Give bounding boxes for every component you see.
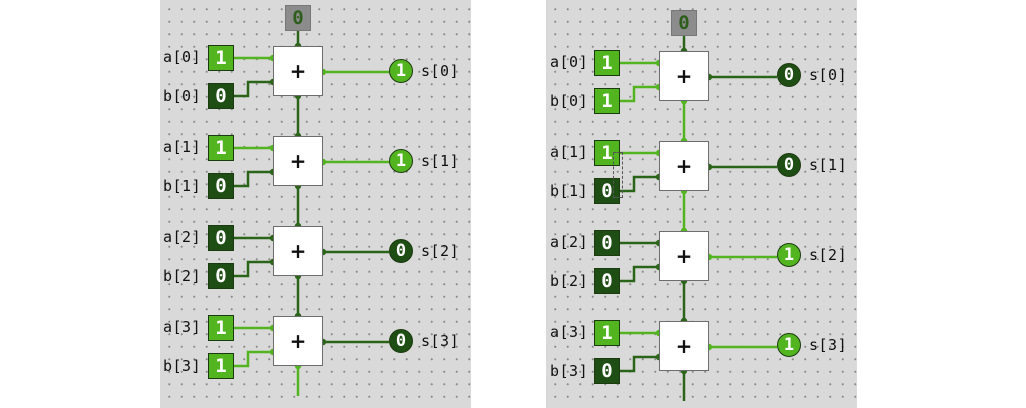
adder-2[interactable]: + — [273, 226, 323, 276]
input-wire-b — [620, 85, 659, 103]
input-label-a0: a[0] — [550, 53, 589, 71]
output-label-s0: s[0] — [809, 66, 848, 84]
input-pin-b3[interactable]: 1 — [208, 353, 234, 379]
output-label-s3: s[3] — [809, 336, 848, 354]
input-label-b1: b[1] — [163, 177, 202, 195]
input-pin-a1[interactable]: 1 — [208, 135, 234, 161]
input-label-a0: a[0] — [163, 48, 202, 66]
input-pin-b2[interactable]: 0 — [208, 263, 234, 289]
output-led-s0: 0 — [777, 63, 801, 87]
input-label-b1: b[1] — [550, 182, 589, 200]
input-label-a1: a[1] — [163, 138, 202, 156]
input-wire-b — [234, 350, 273, 368]
output-label-s3: s[3] — [421, 332, 460, 350]
input-wire-b — [234, 260, 273, 278]
input-pin-a1[interactable]: 1 — [594, 140, 620, 166]
input-pin-b1[interactable]: 0 — [594, 178, 620, 204]
input-wire-b — [234, 170, 273, 188]
circuit-canvas-left[interactable]: 0 a[0] 1 b[0] 0 + 1 s[0] a[1] 1 b[1] 0 +… — [160, 0, 471, 408]
input-label-a2: a[2] — [163, 228, 202, 246]
input-label-b2: b[2] — [550, 272, 589, 290]
output-label-s2: s[2] — [809, 246, 848, 264]
output-led-s0: 1 — [389, 59, 413, 83]
input-wire-b — [620, 265, 659, 283]
output-led-s2: 1 — [777, 243, 801, 267]
input-pin-a3[interactable]: 1 — [208, 315, 234, 341]
output-led-s3: 0 — [389, 329, 413, 353]
output-led-s1: 0 — [777, 153, 801, 177]
adder-0[interactable]: + — [659, 51, 709, 101]
input-wire-b — [234, 80, 273, 98]
input-label-a1: a[1] — [550, 143, 589, 161]
adder-1[interactable]: + — [659, 141, 709, 191]
adder-0[interactable]: + — [273, 46, 323, 96]
adder-3[interactable]: + — [273, 316, 323, 366]
input-label-b2: b[2] — [163, 267, 202, 285]
input-pin-a3[interactable]: 1 — [594, 320, 620, 346]
output-label-s1: s[1] — [809, 156, 848, 174]
output-led-s1: 1 — [389, 149, 413, 173]
input-pin-b1[interactable]: 0 — [208, 173, 234, 199]
input-label-b0: b[0] — [163, 87, 202, 105]
adder-1[interactable]: + — [273, 136, 323, 186]
input-pin-b3[interactable]: 0 — [594, 358, 620, 384]
input-label-a3: a[3] — [163, 318, 202, 336]
input-pin-b0[interactable]: 0 — [208, 83, 234, 109]
input-label-b3: b[3] — [163, 357, 202, 375]
input-label-a2: a[2] — [550, 233, 589, 251]
input-pin-a2[interactable]: 0 — [208, 225, 234, 251]
input-label-b0: b[0] — [550, 92, 589, 110]
input-pin-a2[interactable]: 0 — [594, 230, 620, 256]
output-label-s2: s[2] — [421, 242, 460, 260]
input-pin-a0[interactable]: 1 — [208, 45, 234, 71]
input-wire-b — [620, 355, 659, 373]
circuit-canvas-right[interactable]: 0 a[0] 1 b[0] 1 + 0 s[0] a[1] 1 b[1] 0 +… — [546, 0, 857, 408]
output-label-s1: s[1] — [421, 152, 460, 170]
output-label-s0: s[0] — [421, 62, 460, 80]
output-led-s3: 1 — [777, 333, 801, 357]
carry-in-pin[interactable]: 0 — [671, 10, 697, 36]
adder-2[interactable]: + — [659, 231, 709, 281]
input-wire-b — [620, 175, 659, 193]
input-label-a3: a[3] — [550, 323, 589, 341]
carry-in-pin[interactable]: 0 — [285, 5, 311, 31]
adder-3[interactable]: + — [659, 321, 709, 371]
output-led-s2: 0 — [389, 239, 413, 263]
input-pin-b2[interactable]: 0 — [594, 268, 620, 294]
input-pin-a0[interactable]: 1 — [594, 50, 620, 76]
input-pin-b0[interactable]: 1 — [594, 88, 620, 114]
input-label-b3: b[3] — [550, 362, 589, 380]
